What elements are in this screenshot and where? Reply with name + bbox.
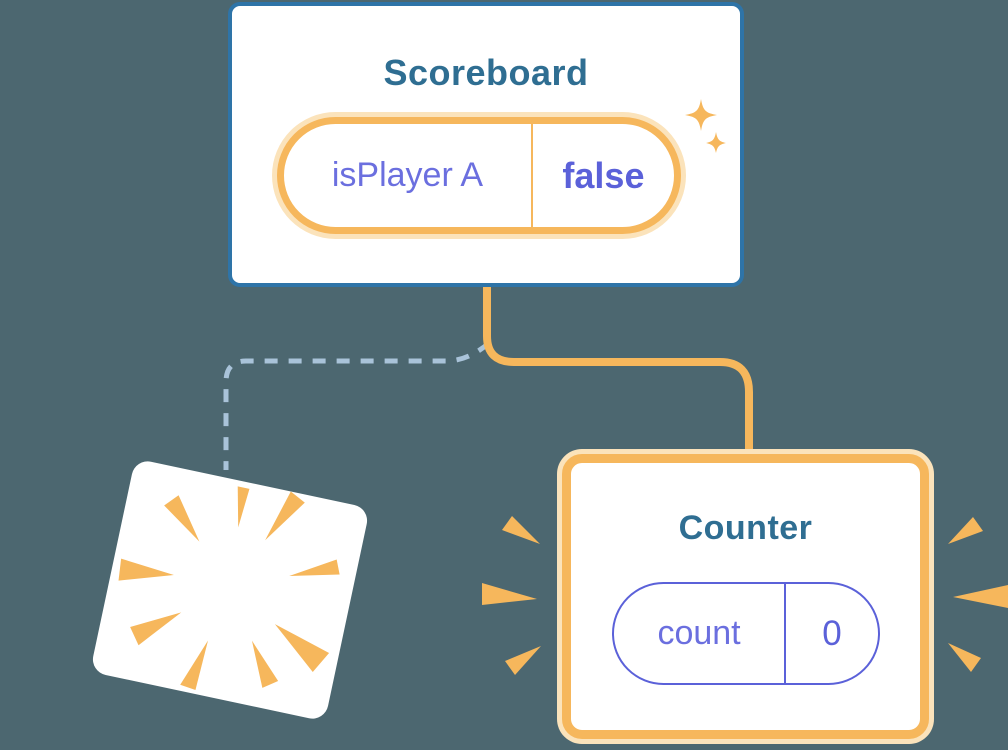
- counter-card: Counter count 0: [562, 454, 929, 739]
- state-name: count: [657, 614, 741, 652]
- counter-state-pill: count 0: [612, 582, 880, 685]
- emphasis-wedge-left-middle: [482, 583, 537, 605]
- sparkle-small-icon: [706, 132, 726, 153]
- counter-title: Counter: [678, 509, 813, 547]
- burst-icon: [118, 486, 340, 691]
- state-value: false: [562, 154, 645, 196]
- emphasis-wedge-right-top: [948, 517, 983, 544]
- destroyed-component-card: [89, 458, 371, 722]
- emphasis-wedge-right-middle: [953, 585, 1008, 608]
- state-value-cell: 0: [786, 584, 878, 683]
- removed-branch-connector: [223, 341, 491, 470]
- state-name: isPlayer A: [331, 156, 484, 194]
- emphasis-wedge-left-bottom: [505, 646, 541, 675]
- scoreboard-card: Scoreboard isPlayer A false: [228, 2, 744, 287]
- state-value: 0: [822, 613, 842, 653]
- state-name-cell: isPlayer A: [284, 124, 533, 227]
- sparkle-large-icon: [685, 99, 717, 131]
- state-name-cell: count: [614, 584, 787, 683]
- emphasis-wedge-right-bottom: [948, 643, 981, 672]
- scoreboard-state-pill: isPlayer A false: [277, 117, 681, 234]
- active-branch-connector: [483, 278, 753, 466]
- emphasis-wedge-left-top: [502, 516, 540, 544]
- scoreboard-title: Scoreboard: [383, 52, 589, 93]
- state-value-cell: false: [533, 124, 674, 227]
